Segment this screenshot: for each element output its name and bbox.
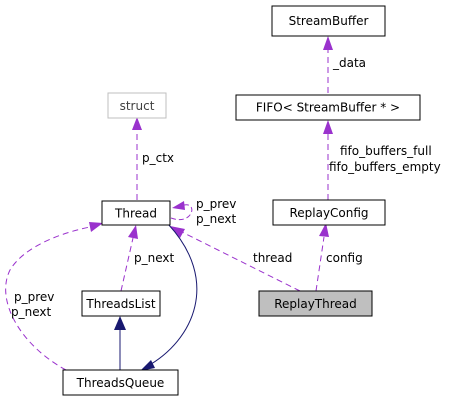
node-struct-label: struct	[120, 99, 155, 113]
node-thread-label: Thread	[114, 207, 157, 221]
label-p-ctx: p_ctx	[142, 151, 174, 165]
arrowhead-thread-from-list	[128, 225, 138, 239]
node-replaythread[interactable]: ReplayThread	[258, 290, 373, 317]
arrowhead-struct	[132, 117, 142, 130]
edge-thread-self-loop	[170, 204, 193, 221]
node-replaythread-label: ReplayThread	[274, 297, 357, 311]
arrowhead-thread-from-replay	[170, 226, 185, 238]
node-replayconfig-label: ReplayConfig	[289, 206, 368, 220]
arrowhead-thread-self	[172, 201, 185, 210]
label-thread-self-prev: p_prev	[196, 197, 236, 211]
edge-replaythread-to-thread	[181, 231, 301, 292]
label-queue-p-prev: p_prev	[14, 290, 54, 304]
edge-threadsqueue-inherits-thread	[145, 223, 198, 368]
arrowhead-threadsqueue-inherit	[140, 360, 155, 371]
node-fifo-label: FIFO< StreamBuffer * >	[256, 101, 400, 115]
edge-replaythread-to-replayconfig	[315, 236, 325, 292]
node-replayconfig[interactable]: ReplayConfig	[272, 199, 386, 226]
node-struct[interactable]: struct	[107, 92, 167, 119]
arrowhead-threadslist-inherit	[114, 316, 126, 330]
label-fifo-full: fifo_buffers_full	[340, 144, 432, 158]
label-data: _data	[332, 56, 366, 70]
label-list-p-next: p_next	[134, 251, 174, 265]
node-fifo[interactable]: FIFO< StreamBuffer * >	[235, 94, 421, 121]
label-fifo-empty: fifo_buffers_empty	[329, 160, 441, 174]
edge-threadslist-to-thread	[120, 237, 134, 292]
label-queue-p-next: p_next	[11, 305, 51, 319]
node-threadslist-label: ThreadsList	[85, 297, 155, 311]
label-thread-self-next: p_next	[196, 212, 236, 226]
label-thread: thread	[253, 251, 292, 265]
label-config: config	[326, 251, 363, 265]
arrowhead-replayconfig	[319, 223, 329, 237]
node-streambuffer[interactable]: StreamBuffer	[271, 5, 386, 37]
node-threadslist[interactable]: ThreadsList	[81, 290, 161, 317]
node-threadsqueue[interactable]: ThreadsQueue	[62, 369, 179, 396]
arrowhead-fifo	[323, 120, 333, 134]
edge-threadsqueue-to-thread	[5, 226, 91, 371]
node-threadsqueue-label: ThreadsQueue	[76, 376, 165, 390]
arrowhead-thread-from-queue	[89, 222, 103, 232]
node-streambuffer-label: StreamBuffer	[289, 14, 369, 28]
node-thread[interactable]: Thread	[101, 200, 171, 226]
arrowhead-streambuffer	[323, 36, 333, 50]
